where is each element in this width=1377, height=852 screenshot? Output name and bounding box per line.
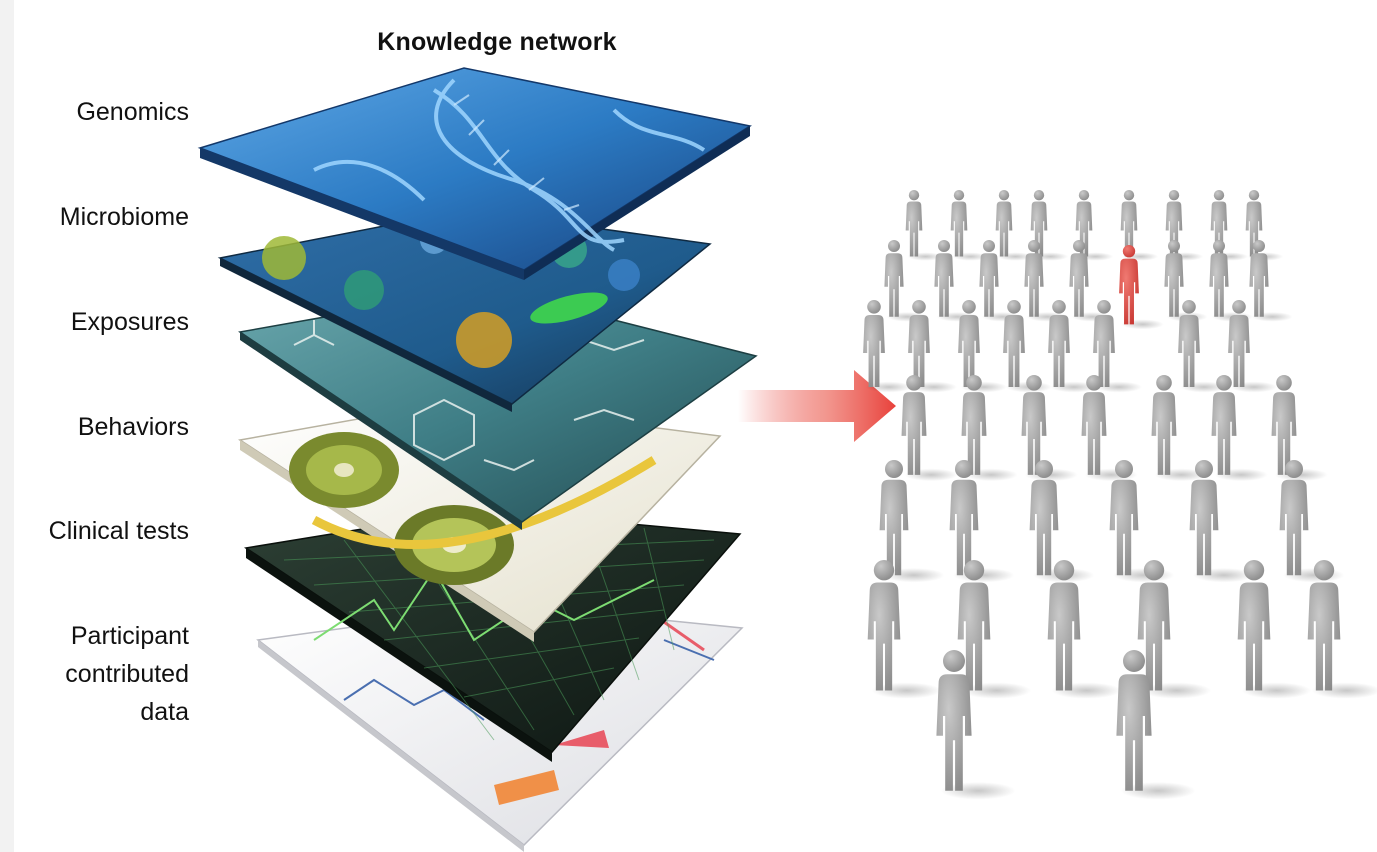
layer-label-clinical-tests: Clinical tests — [48, 517, 189, 545]
person-figure — [1307, 560, 1377, 699]
diagram-graphics — [197, 67, 1377, 852]
person-figure — [867, 560, 942, 699]
layer-label-microbiome: Microbiome — [59, 203, 189, 231]
layer-microbiome — [217, 209, 712, 412]
person-figure — [936, 650, 1016, 800]
person-figure — [905, 190, 944, 261]
person-figure — [879, 460, 945, 583]
layer-label-behaviors: Behaviors — [77, 413, 189, 441]
person-figure — [961, 375, 1018, 482]
person-figure — [934, 240, 978, 322]
highlighted-person-figure — [1119, 245, 1164, 330]
person-figure — [1047, 560, 1122, 699]
person-figure — [1211, 375, 1268, 482]
person-figure — [1189, 460, 1255, 583]
person-figure — [1228, 300, 1278, 393]
person-figure — [1030, 190, 1069, 261]
person-figure — [884, 240, 928, 322]
layer-label-participant-line-2: contributed — [65, 660, 189, 688]
layer-label-exposures: Exposures — [70, 308, 189, 336]
person-figure — [1137, 560, 1212, 699]
layer-label-participant-line-3: data — [140, 698, 189, 726]
person-figure — [1048, 300, 1098, 393]
person-figure — [863, 300, 913, 393]
person-figure — [1237, 560, 1312, 699]
person-figure — [1245, 190, 1284, 261]
person-figure — [950, 190, 989, 261]
person-figure — [1178, 300, 1228, 393]
person-figure — [1093, 300, 1143, 393]
figure-canvas: Knowledge network Genomics Microbiome Ex… — [14, 0, 1377, 852]
layer-label-genomics: Genomics — [76, 98, 189, 126]
layer-genomics — [197, 67, 752, 280]
layer-label-participant-line-1: Participant — [70, 622, 189, 650]
person-figure — [901, 375, 958, 482]
person-figure — [995, 190, 1034, 261]
population-crowd — [863, 190, 1377, 800]
person-figure — [957, 560, 1032, 699]
person-figure — [1151, 375, 1208, 482]
person-figure — [908, 300, 958, 393]
person-figure — [1271, 375, 1328, 482]
diagram-title: Knowledge network — [377, 28, 617, 56]
arrow-to-population — [738, 370, 896, 442]
